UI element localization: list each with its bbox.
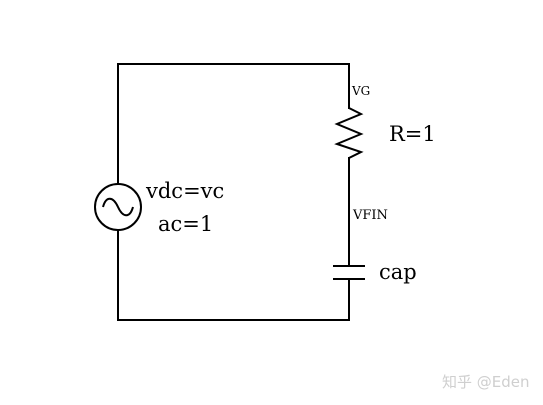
sine-wave-icon <box>102 197 134 217</box>
capacitor-name-label: cap <box>379 260 417 284</box>
capacitor <box>333 265 365 280</box>
ac-voltage-source <box>94 183 142 231</box>
watermark: 知乎 @Eden <box>442 373 530 391</box>
source-ac-label: ac=1 <box>158 212 213 236</box>
resistor-zigzag <box>334 107 364 159</box>
source-vdc-label: vdc=vc <box>145 179 224 203</box>
node-vg-label: VG <box>351 84 370 98</box>
wires <box>117 63 350 321</box>
resistor-value-label: R=1 <box>389 122 436 146</box>
node-vfin-label: VFIN <box>352 208 388 223</box>
resistor <box>334 107 364 159</box>
source-circle <box>94 183 142 231</box>
